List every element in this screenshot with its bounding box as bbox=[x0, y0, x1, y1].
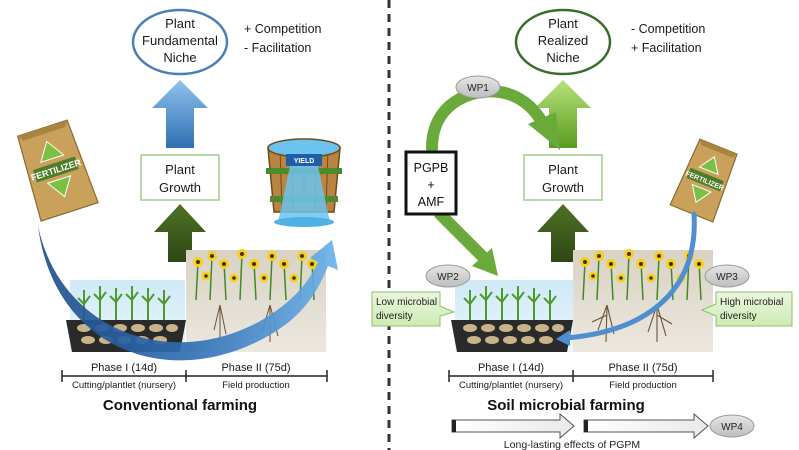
wp1-badge bbox=[455, 75, 501, 99]
right-fertilizer-bag-icon: FERTILIZER bbox=[669, 138, 738, 223]
wp3-label: WP3 bbox=[716, 272, 738, 283]
wp1-label: WP1 bbox=[467, 83, 489, 94]
high-diversity-line-2: diversity bbox=[720, 311, 757, 322]
wp2-badge bbox=[425, 264, 471, 288]
pgpb-amf-line-2: + bbox=[427, 178, 434, 192]
left-phase2-label: Phase II (75d) bbox=[221, 362, 290, 374]
high-diversity-line-1: High microbial bbox=[720, 297, 783, 308]
right-nursery-scene bbox=[451, 280, 573, 352]
left-niche-line-2: Fundamental bbox=[142, 33, 218, 48]
pgpb-curved-arrow bbox=[426, 85, 548, 154]
low-diversity-line-2: diversity bbox=[376, 311, 413, 322]
wp2-label: WP2 bbox=[437, 272, 459, 283]
left-effect-competition: + Competition bbox=[244, 22, 322, 36]
left-niche-ellipse bbox=[131, 8, 229, 76]
left-growth-up-arrow bbox=[154, 204, 206, 262]
right-fertilizer-arrow bbox=[563, 211, 697, 341]
long-lasting-label: Long-lasting effects of PGPM bbox=[504, 439, 640, 450]
left-phase1-sub: Cutting/plantlet (nursery) bbox=[72, 380, 176, 391]
right-phase1-label: Phase I (14d) bbox=[478, 362, 544, 374]
left-phase2-sub: Field production bbox=[222, 380, 290, 391]
pgpb-down-arrowhead bbox=[472, 248, 498, 276]
right-niche-line-3: Niche bbox=[546, 50, 579, 65]
right-phase2-label: Phase II (75d) bbox=[608, 362, 677, 374]
pgpb-curved-arrowhead bbox=[528, 112, 560, 150]
right-fertilizer-arrowhead bbox=[556, 330, 570, 346]
long-lasting-arrow-2 bbox=[583, 412, 709, 440]
left-phase-timeline bbox=[61, 370, 328, 382]
right-niche-line-2: Realized bbox=[538, 33, 589, 48]
left-growth-box bbox=[140, 154, 220, 201]
left-panel-title: Conventional farming bbox=[103, 397, 257, 414]
right-niche-line-1: Plant bbox=[548, 16, 578, 31]
left-panel: Plant Fundamental Niche + Competition - … bbox=[16, 8, 342, 414]
right-niche-ellipse bbox=[514, 8, 612, 76]
right-panel: Plant Realized Niche - Competition + Fac… bbox=[371, 8, 793, 450]
yield-bucket-icon: YIELD bbox=[266, 138, 342, 227]
low-diversity-callout bbox=[371, 291, 456, 327]
wp3-badge bbox=[704, 264, 750, 288]
pgpb-amf-line-1: PGPB bbox=[414, 161, 449, 175]
yield-label: YIELD bbox=[294, 158, 315, 165]
right-panel-title: Soil microbial farming bbox=[487, 397, 645, 414]
pgpb-amf-box bbox=[404, 150, 458, 216]
long-lasting-arrow-1 bbox=[451, 412, 575, 440]
wp4-label: WP4 bbox=[721, 422, 743, 433]
left-niche-line-1: Plant bbox=[165, 16, 195, 31]
pgpb-down-arrow bbox=[434, 208, 492, 266]
left-growth-line-2: Growth bbox=[159, 180, 201, 195]
left-niche-up-arrow bbox=[152, 80, 208, 148]
fertilizer-flow-arrow bbox=[38, 226, 338, 361]
wp4-badge bbox=[709, 414, 755, 438]
right-effect-competition: - Competition bbox=[631, 22, 705, 36]
right-growth-box bbox=[523, 154, 603, 201]
pgpb-amf-line-3: AMF bbox=[418, 195, 445, 209]
right-growth-line-2: Growth bbox=[542, 180, 584, 195]
high-diversity-callout bbox=[700, 291, 793, 327]
left-effect-facilitation: - Facilitation bbox=[244, 41, 311, 55]
left-fertilizer-bag-icon: FERTILIZER bbox=[16, 119, 99, 222]
left-phase1-label: Phase I (14d) bbox=[91, 362, 157, 374]
left-niche-line-3: Niche bbox=[163, 50, 196, 65]
right-phase2-sub: Field production bbox=[609, 380, 677, 391]
right-phase1-sub: Cutting/plantlet (nursery) bbox=[459, 380, 563, 391]
right-growth-up-arrow bbox=[537, 204, 589, 262]
right-growth-line-1: Plant bbox=[548, 162, 578, 177]
right-effect-facilitation: + Facilitation bbox=[631, 41, 702, 55]
left-growth-line-1: Plant bbox=[165, 162, 195, 177]
right-phase-timeline bbox=[448, 370, 714, 382]
low-diversity-line-1: Low microbial bbox=[376, 297, 437, 308]
